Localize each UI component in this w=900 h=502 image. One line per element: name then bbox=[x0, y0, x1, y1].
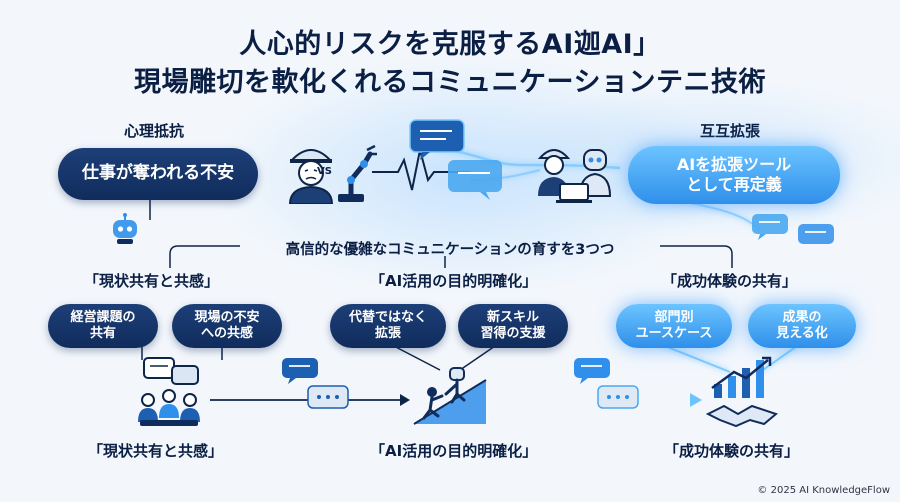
chat-bubble-icon bbox=[597, 385, 639, 409]
human-robot-collaboration-icon bbox=[537, 149, 612, 203]
chat-bubble-icon bbox=[798, 224, 834, 244]
climbing-together-icon bbox=[413, 367, 487, 425]
pill-line: 共有 bbox=[89, 326, 116, 341]
pill-line: への共感 bbox=[200, 326, 253, 341]
chat-bubble-icon bbox=[409, 119, 465, 160]
growth-handshake-icon bbox=[705, 356, 779, 428]
management-issue-sharing-pill: 経営課題の 共有 bbox=[48, 304, 158, 348]
pill-line: 部門別 bbox=[654, 309, 694, 325]
pill-line: 経営課題の bbox=[70, 309, 136, 325]
small-robot-icon bbox=[113, 213, 137, 244]
empathy-for-field-anxiety-pill: 現場の不安 への共感 bbox=[172, 304, 282, 348]
expansion-not-replacement-pill: 代替ではなく 拡張 bbox=[330, 304, 446, 348]
title-line-2: 現場雕切を軟化くれるコミュニケーションテニ技術 bbox=[134, 67, 766, 98]
pill-line: 現場の不安 bbox=[194, 309, 260, 325]
column-2-footer: 「AI活用の目的明確化」 bbox=[370, 442, 538, 460]
robot-arm-icon bbox=[338, 144, 377, 202]
department-use-case-pill: 部門別 ユースケース bbox=[616, 304, 732, 348]
chat-bubble-icon bbox=[307, 385, 349, 409]
pill-line: ユースケース bbox=[635, 326, 713, 341]
pill-line: 代替ではなく bbox=[348, 309, 427, 325]
mutual-expansion-heading: 互互拡張 bbox=[700, 122, 761, 140]
column-3-footer: 「成功体験の共有」 bbox=[664, 442, 800, 460]
fear-of-job-loss-pill: 仕事が奪われる不安 bbox=[58, 148, 258, 200]
chat-bubble-icon bbox=[574, 358, 610, 384]
ai-as-extension-line1: AIを拡張ツール bbox=[676, 155, 792, 174]
chat-bubble-icon bbox=[752, 214, 788, 240]
visualize-results-pill: 成果の 見える化 bbox=[748, 304, 856, 348]
column-2-heading: 「AI活用の目的明確化」 bbox=[370, 272, 538, 290]
three-approaches-label: 高信的な優雑なコミュニケーションの育すを3つつ bbox=[285, 242, 615, 258]
ai-as-extension-pill: AIを拡張ツール として再定義 bbox=[628, 146, 840, 204]
worried-worker-icon bbox=[288, 149, 334, 204]
team-meeting-icon bbox=[138, 357, 200, 426]
psychological-resistance-heading: 心理抵抗 bbox=[124, 122, 185, 140]
pill-line: 習得の支援 bbox=[480, 326, 546, 341]
column-3-heading: 「成功体験の共有」 bbox=[662, 272, 798, 290]
vs-label: VS bbox=[317, 166, 332, 177]
pill-line: 成果の bbox=[782, 309, 822, 325]
new-skill-support-pill: 新スキル 習得の支援 bbox=[458, 304, 568, 348]
pill-line: 見える化 bbox=[776, 326, 828, 341]
fear-of-job-loss-text: 仕事が奪われる不安 bbox=[81, 163, 235, 184]
title-line-1: 人心的リスクを克服するAI迦AI」 bbox=[239, 29, 661, 60]
chat-bubble-icon bbox=[448, 160, 502, 200]
column-1-heading: 「現状共有と共感」 bbox=[84, 272, 220, 290]
ai-as-extension-line2: として再定義 bbox=[686, 175, 782, 194]
chat-bubble-icon bbox=[282, 358, 318, 384]
pill-line: 新スキル bbox=[486, 309, 539, 325]
column-1-footer: 「現状共有と共感」 bbox=[88, 442, 224, 460]
copyright-text: © 2025 AI KnowledgeFlow bbox=[757, 485, 890, 496]
pill-line: 拡張 bbox=[374, 326, 401, 341]
